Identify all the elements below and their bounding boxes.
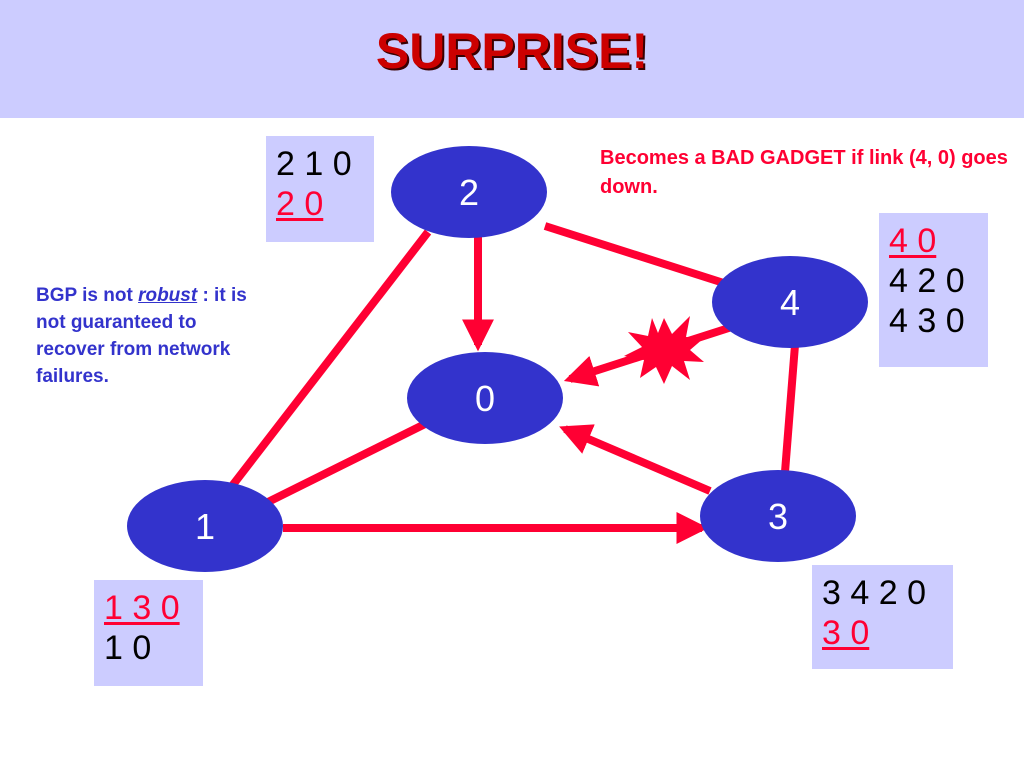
node-4: 4	[712, 256, 868, 348]
node-0: 0	[407, 352, 563, 444]
edge-4-3	[781, 344, 799, 473]
preferred-path: 4 0	[889, 222, 937, 260]
note-text: BGP is not	[36, 285, 139, 306]
node-0-label: 0	[475, 378, 495, 419]
node-1: 1	[127, 480, 283, 572]
node-2: 2	[391, 146, 547, 238]
title-bar	[0, 0, 1024, 118]
slide-title: SURPRISE!	[375, 23, 649, 79]
path-option: 2 1 0	[276, 145, 352, 183]
edge-2-1	[228, 229, 432, 489]
node-3-label: 3	[768, 496, 788, 537]
robustness-note: BGP is not robust : it is not guaranteed…	[36, 282, 266, 390]
path-box-node-2: 2 1 0 2 0	[266, 136, 374, 242]
edge-1-0	[260, 420, 427, 509]
path-option: 3 4 2 0	[822, 574, 926, 612]
path-option: 4 3 0	[889, 302, 965, 340]
explosion-icon	[624, 316, 704, 384]
path-box-node-3: 3 4 2 0 3 0	[812, 565, 953, 669]
preferred-path: 3 0	[822, 614, 870, 652]
path-box-node-4: 4 0 4 2 0 4 3 0	[879, 213, 988, 367]
edge-2-4	[543, 222, 732, 289]
preferred-path: 2 0	[276, 185, 324, 223]
node-1-label: 1	[195, 506, 215, 547]
note-emphasis: robust	[138, 285, 198, 306]
node-3: 3	[700, 470, 856, 562]
path-option: 4 2 0	[889, 262, 965, 300]
bad-gadget-note: Becomes a BAD GADGET if link (4, 0) goes…	[600, 147, 1008, 198]
node-4-label: 4	[780, 282, 800, 323]
path-box-node-1: 1 3 0 1 0	[94, 580, 203, 686]
node-2-label: 2	[459, 172, 479, 213]
path-option: 1 0	[104, 629, 152, 667]
preferred-path: 1 3 0	[104, 589, 180, 627]
edge-3-0-arrow	[559, 424, 712, 495]
note-text: : it is not guaranteed to recover from n…	[36, 285, 247, 387]
